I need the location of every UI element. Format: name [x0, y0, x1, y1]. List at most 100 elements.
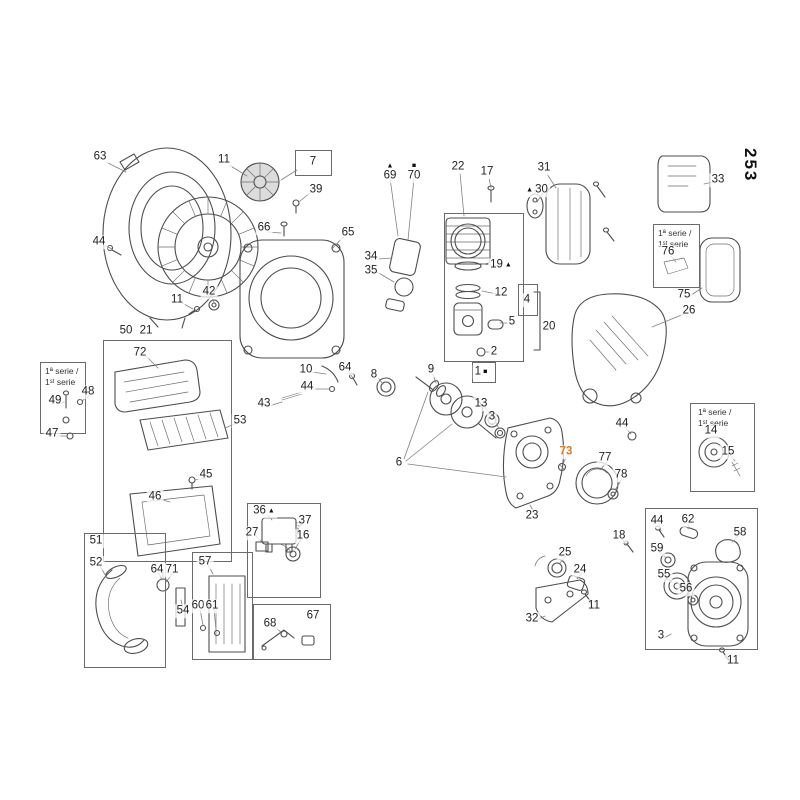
part-label-30-9[interactable]: ▲30	[524, 183, 550, 197]
part-label-21-28[interactable]: 21	[137, 324, 155, 338]
part-label-31-8[interactable]: 31	[535, 161, 553, 175]
part-label-75-23[interactable]: 75	[675, 288, 693, 302]
part-label-16-60[interactable]: 16	[294, 529, 312, 543]
triangle-marker-icon: ▲	[267, 507, 275, 515]
part-label-14-44[interactable]: 14	[702, 424, 720, 438]
part-label-49-37[interactable]: 49	[46, 394, 64, 408]
part-label-55-64[interactable]: 55	[655, 568, 673, 582]
part-number: 64	[338, 361, 352, 374]
part-label-19-16[interactable]: 19▲	[488, 258, 514, 272]
air-filter-graphic	[139, 409, 229, 451]
part-label-10-31[interactable]: 10	[297, 363, 315, 377]
part-label-66-12[interactable]: 66	[255, 221, 273, 235]
part-number: 10	[299, 363, 313, 376]
part-label-18-55[interactable]: 18	[610, 529, 628, 543]
part-label-57-70[interactable]: 57	[196, 555, 214, 569]
part-label-22-6[interactable]: 22	[449, 160, 467, 174]
part-label-51-62[interactable]: 51	[87, 534, 105, 548]
part-label-60-72[interactable]: 60	[189, 599, 207, 613]
part-label-78-49[interactable]: 78	[612, 468, 630, 482]
part-label-44-56[interactable]: 44	[648, 514, 666, 528]
part-label-73-47[interactable]: 73	[557, 445, 575, 459]
part-label-8-34[interactable]: 8	[368, 368, 380, 382]
part-label-6-46[interactable]: 6	[393, 456, 405, 470]
part-label-9-35[interactable]: 9	[425, 363, 437, 377]
part-label-13-41[interactable]: 13	[472, 397, 490, 411]
part-label-23-52[interactable]: 23	[523, 509, 541, 523]
part-label-11-76[interactable]: 11	[586, 599, 602, 613]
part-label-43-39[interactable]: 43	[255, 397, 273, 411]
part-label-44-11[interactable]: 44	[90, 235, 108, 249]
part-label-52-66[interactable]: 52	[87, 556, 105, 570]
part-label-50-27[interactable]: 50	[117, 324, 135, 338]
part-label-46-51[interactable]: 46	[146, 490, 164, 504]
part-label-3-42[interactable]: 3	[486, 410, 498, 424]
part-label-48-36[interactable]: 48	[79, 385, 97, 399]
muffler-graphic	[526, 181, 615, 265]
part-label-70-5[interactable]: ■70	[405, 161, 423, 183]
part-number: 71	[165, 563, 179, 576]
part-label-37-54[interactable]: 37	[296, 514, 314, 528]
part-label-71-69[interactable]: 71	[163, 563, 181, 577]
part-label-3-78[interactable]: 3	[655, 629, 667, 643]
part-label-69-4[interactable]: ▲69	[381, 161, 399, 183]
part-number: 60	[191, 599, 205, 612]
part-number: 25	[558, 546, 572, 559]
part-label-5-19[interactable]: 5	[506, 315, 518, 329]
part-label-25-63[interactable]: 25	[556, 546, 574, 560]
part-label-68-74[interactable]: 68	[261, 617, 279, 631]
part-label-27-59[interactable]: 27	[243, 526, 261, 540]
part-label-34-14[interactable]: 34	[362, 250, 380, 264]
part-label-2-21[interactable]: 2	[488, 345, 500, 359]
part-label-26-24[interactable]: 26	[680, 304, 698, 318]
part-label-17-7[interactable]: 17	[478, 165, 496, 179]
part-label-44-32[interactable]: 44	[298, 380, 316, 394]
part-label-44-43[interactable]: 44	[613, 417, 631, 431]
part-label-39-3[interactable]: 39	[307, 183, 325, 197]
part-label-1-30[interactable]: 1■	[472, 365, 490, 379]
part-number: 48	[81, 385, 95, 398]
part-number: 33	[711, 173, 725, 186]
part-label-47-38[interactable]: 47	[43, 427, 61, 441]
part-number: 15	[721, 445, 735, 458]
part-label-11-1[interactable]: 11	[216, 153, 232, 167]
part-label-54-71[interactable]: 54	[174, 604, 192, 618]
part-label-4-18[interactable]: 4	[521, 293, 533, 307]
part-label-45-50[interactable]: 45	[197, 468, 215, 482]
part-label-36-53[interactable]: 36▲	[251, 504, 277, 518]
part-label-33-10[interactable]: 33	[709, 173, 727, 187]
part-label-76-22[interactable]: 76	[659, 245, 677, 259]
part-label-61-73[interactable]: 61	[203, 599, 221, 613]
part-label-7-2[interactable]: 7	[307, 155, 319, 169]
throttle-lever-graphic	[261, 629, 315, 651]
part-label-42-26[interactable]: 42	[200, 285, 218, 299]
part-label-24-65[interactable]: 24	[571, 563, 589, 577]
part-label-35-15[interactable]: 35	[362, 264, 380, 278]
part-label-12-17[interactable]: 12	[492, 286, 510, 300]
part-label-63-0[interactable]: 63	[91, 150, 109, 164]
part-label-67-75[interactable]: 67	[304, 609, 322, 623]
part-label-62-57[interactable]: 62	[679, 513, 697, 527]
part-label-53-40[interactable]: 53	[231, 414, 249, 428]
part-label-11-25[interactable]: 11	[169, 293, 185, 307]
part-label-72-29[interactable]: 72	[131, 346, 149, 360]
part-number: 1	[474, 365, 482, 378]
part-label-20-20[interactable]: 20	[540, 320, 558, 334]
part-label-64-68[interactable]: 64	[148, 563, 166, 577]
triangle-marker-icon: ▲	[504, 261, 512, 269]
part-label-77-48[interactable]: 77	[596, 451, 614, 465]
part-number: 21	[139, 324, 153, 337]
part-label-59-61[interactable]: 59	[648, 542, 666, 556]
part-label-64-33[interactable]: 64	[336, 361, 354, 375]
part-number: 17	[480, 165, 494, 178]
part-label-58-58[interactable]: 58	[731, 526, 749, 540]
part-label-65-13[interactable]: 65	[339, 226, 357, 240]
part-label-32-77[interactable]: 32	[523, 612, 541, 626]
part-number: 52	[89, 556, 103, 569]
part-label-11-79[interactable]: 11	[725, 654, 741, 668]
part-label-15-45[interactable]: 15	[719, 445, 737, 459]
part-number: 46	[148, 490, 162, 503]
serie-note-1: 1ª serie /1ˢᵗ serie	[657, 228, 693, 251]
part-label-56-67[interactable]: 56	[677, 582, 695, 596]
